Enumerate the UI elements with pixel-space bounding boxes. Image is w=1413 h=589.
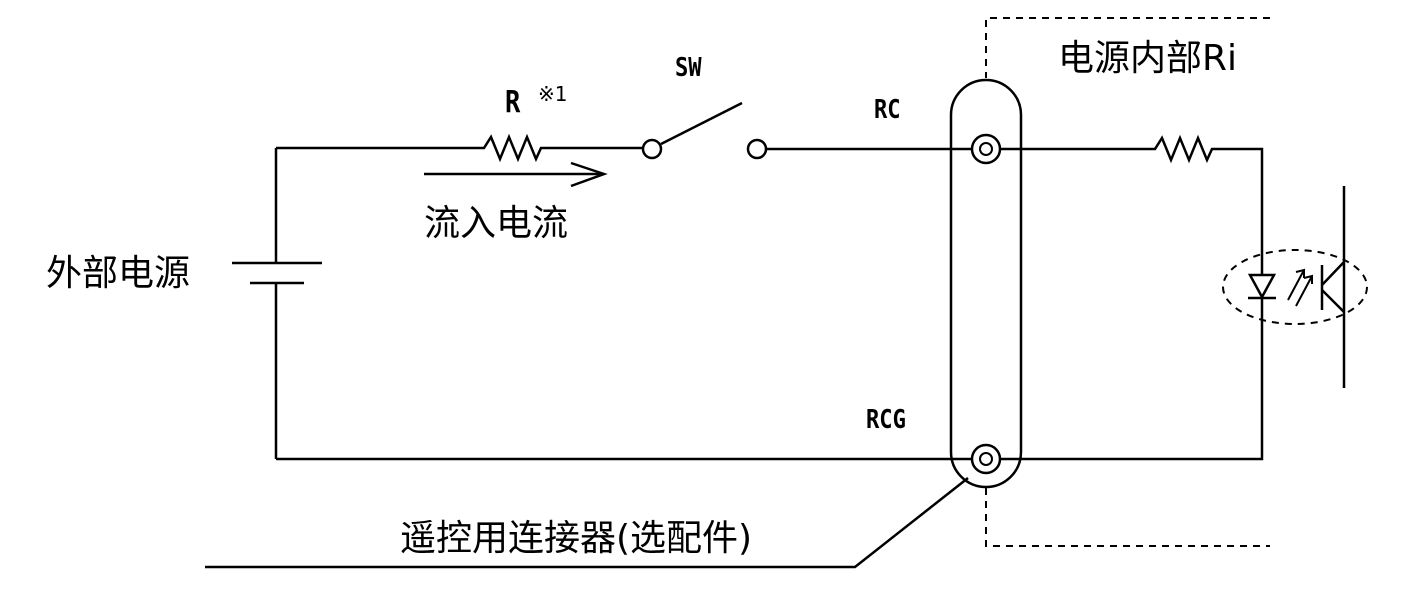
remote-connector-body [949,78,1023,489]
light-arrowhead-2 [1303,274,1313,284]
rcg-terminal-inner [979,452,993,466]
switch-blade [660,101,743,146]
wire-ri-to-led [1220,147,1264,275]
rc-terminal-inner [979,142,993,156]
light-arrow-1 [1287,269,1305,301]
label-inflow-current: 流入电流 [424,203,569,244]
phototransistor-emitter [1321,289,1345,313]
label-external-power: 外部电源 [46,253,191,294]
switch-terminal-right [746,138,768,160]
rc-terminal-outer [970,133,1002,165]
light-arrowhead-1 [1295,268,1305,278]
phototransistor-collector [1321,261,1345,286]
label-resistor-note: ※1 [538,82,568,106]
resistor-ri [1150,134,1220,164]
led-triangle [1247,273,1277,300]
current-arrowhead [570,161,608,188]
rcg-terminal-outer [970,443,1002,475]
label-internal-ri: 电源内部Ri [1058,38,1238,79]
light-arrow-2 [1295,275,1313,307]
connector-leader-line [205,477,969,569]
internal-boundary [985,17,1270,547]
label-rcg: RCG [866,405,906,435]
resistor-r [478,133,548,163]
photocoupler-outline [1222,249,1368,325]
wire-led-to-rcg [1000,297,1264,461]
label-resistor-r: R [505,85,521,120]
label-rc: RC [874,95,901,125]
label-remote-connector: 遥控用连接器(选配件) [400,518,753,559]
label-sw: SW [675,53,702,83]
switch-terminal-left [641,138,663,160]
